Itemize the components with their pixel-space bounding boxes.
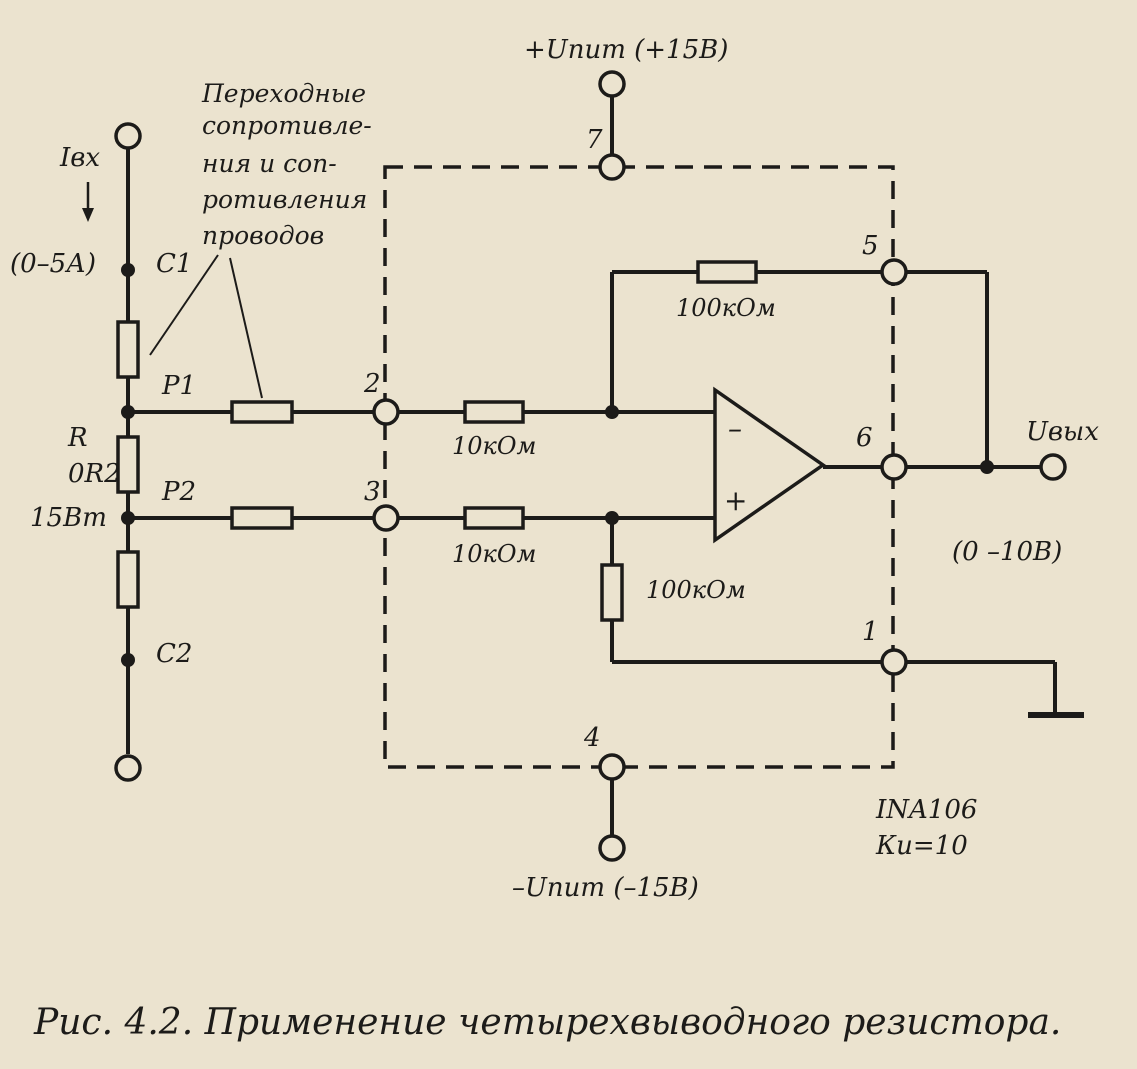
- label-chip: INA106: [875, 795, 977, 825]
- note-leader-2: [229, 257, 263, 399]
- note-leader-1: [149, 254, 219, 356]
- output-terminal: [1039, 453, 1067, 481]
- note-line-3: ния и соп-: [202, 149, 337, 178]
- label-p2: Р2: [161, 477, 196, 507]
- label-vplus: +Uпит (+15В): [524, 35, 728, 65]
- label-rf-bot: 100кОм: [646, 576, 746, 604]
- vplus-terminal: [598, 70, 626, 98]
- label-r: R: [67, 423, 88, 453]
- label-pin6: 6: [856, 423, 873, 453]
- label-pin2: 2: [363, 369, 381, 399]
- pin-4-terminal: [598, 753, 626, 781]
- label-range-in: (0–5А): [10, 249, 96, 279]
- label-vminus: –Uпит (–15В): [512, 873, 699, 903]
- label-pin7: 7: [586, 125, 603, 155]
- pin-5-terminal: [880, 258, 908, 286]
- note-line-1: Переходные: [201, 79, 366, 108]
- label-pin5: 5: [862, 231, 879, 261]
- op-amp-triangle: [713, 386, 827, 544]
- wire-resistance-top: [116, 320, 140, 379]
- label-r-power: 15Вт: [30, 503, 107, 533]
- node-c1: [121, 263, 135, 277]
- input-resistor-bottom: [463, 506, 525, 530]
- pin-6-terminal: [880, 453, 908, 481]
- label-rf-top: 100кОм: [676, 294, 776, 322]
- label-iin: Iвх: [59, 143, 100, 173]
- label-noninverting-sign: +: [724, 484, 747, 517]
- lead-resistance-p1: [230, 400, 294, 424]
- lead-resistance-p2: [230, 506, 294, 530]
- label-p1: Р1: [161, 371, 196, 401]
- note-line-4: ротивления: [202, 185, 367, 214]
- wire-resistance-bottom: [116, 550, 140, 609]
- vminus-terminal: [598, 834, 626, 862]
- input-terminal-top: [114, 122, 142, 150]
- label-pin1: 1: [862, 617, 879, 647]
- input-resistor-top: [463, 400, 525, 424]
- pin-7-terminal: [598, 153, 626, 181]
- node-c2: [121, 653, 135, 667]
- label-pin3: 3: [364, 477, 381, 507]
- label-range-out: (0 –10В): [952, 537, 1062, 567]
- label-pin4: 4: [583, 723, 601, 753]
- label-c1: С1: [156, 249, 192, 279]
- pin-1-terminal: [880, 648, 908, 676]
- current-arrow-head: [82, 208, 94, 222]
- feedback-resistor: [696, 260, 758, 284]
- label-c2: С2: [156, 639, 192, 669]
- note-line-2: сопротивле-: [202, 111, 372, 140]
- label-rin-bot: 10кОм: [452, 540, 536, 568]
- label-r-value: 0R2: [68, 459, 121, 489]
- label-gain: Кu=10: [875, 831, 968, 861]
- pin-2-terminal: [372, 398, 400, 426]
- note-line-5: проводов: [202, 221, 324, 250]
- label-uout: Uвых: [1026, 417, 1099, 447]
- ina106-package-outline: [383, 165, 895, 769]
- shunt-resistor-r: [116, 435, 140, 494]
- pin-3-terminal: [372, 504, 400, 532]
- label-inverting-sign: –: [728, 412, 742, 445]
- reference-resistor: [600, 563, 624, 622]
- figure-caption: Рис. 4.2. Применение четырехвыводного ре…: [33, 1002, 1061, 1043]
- label-rin-top: 10кОм: [452, 432, 536, 460]
- input-terminal-bottom: [114, 754, 142, 782]
- node-output: [980, 460, 994, 474]
